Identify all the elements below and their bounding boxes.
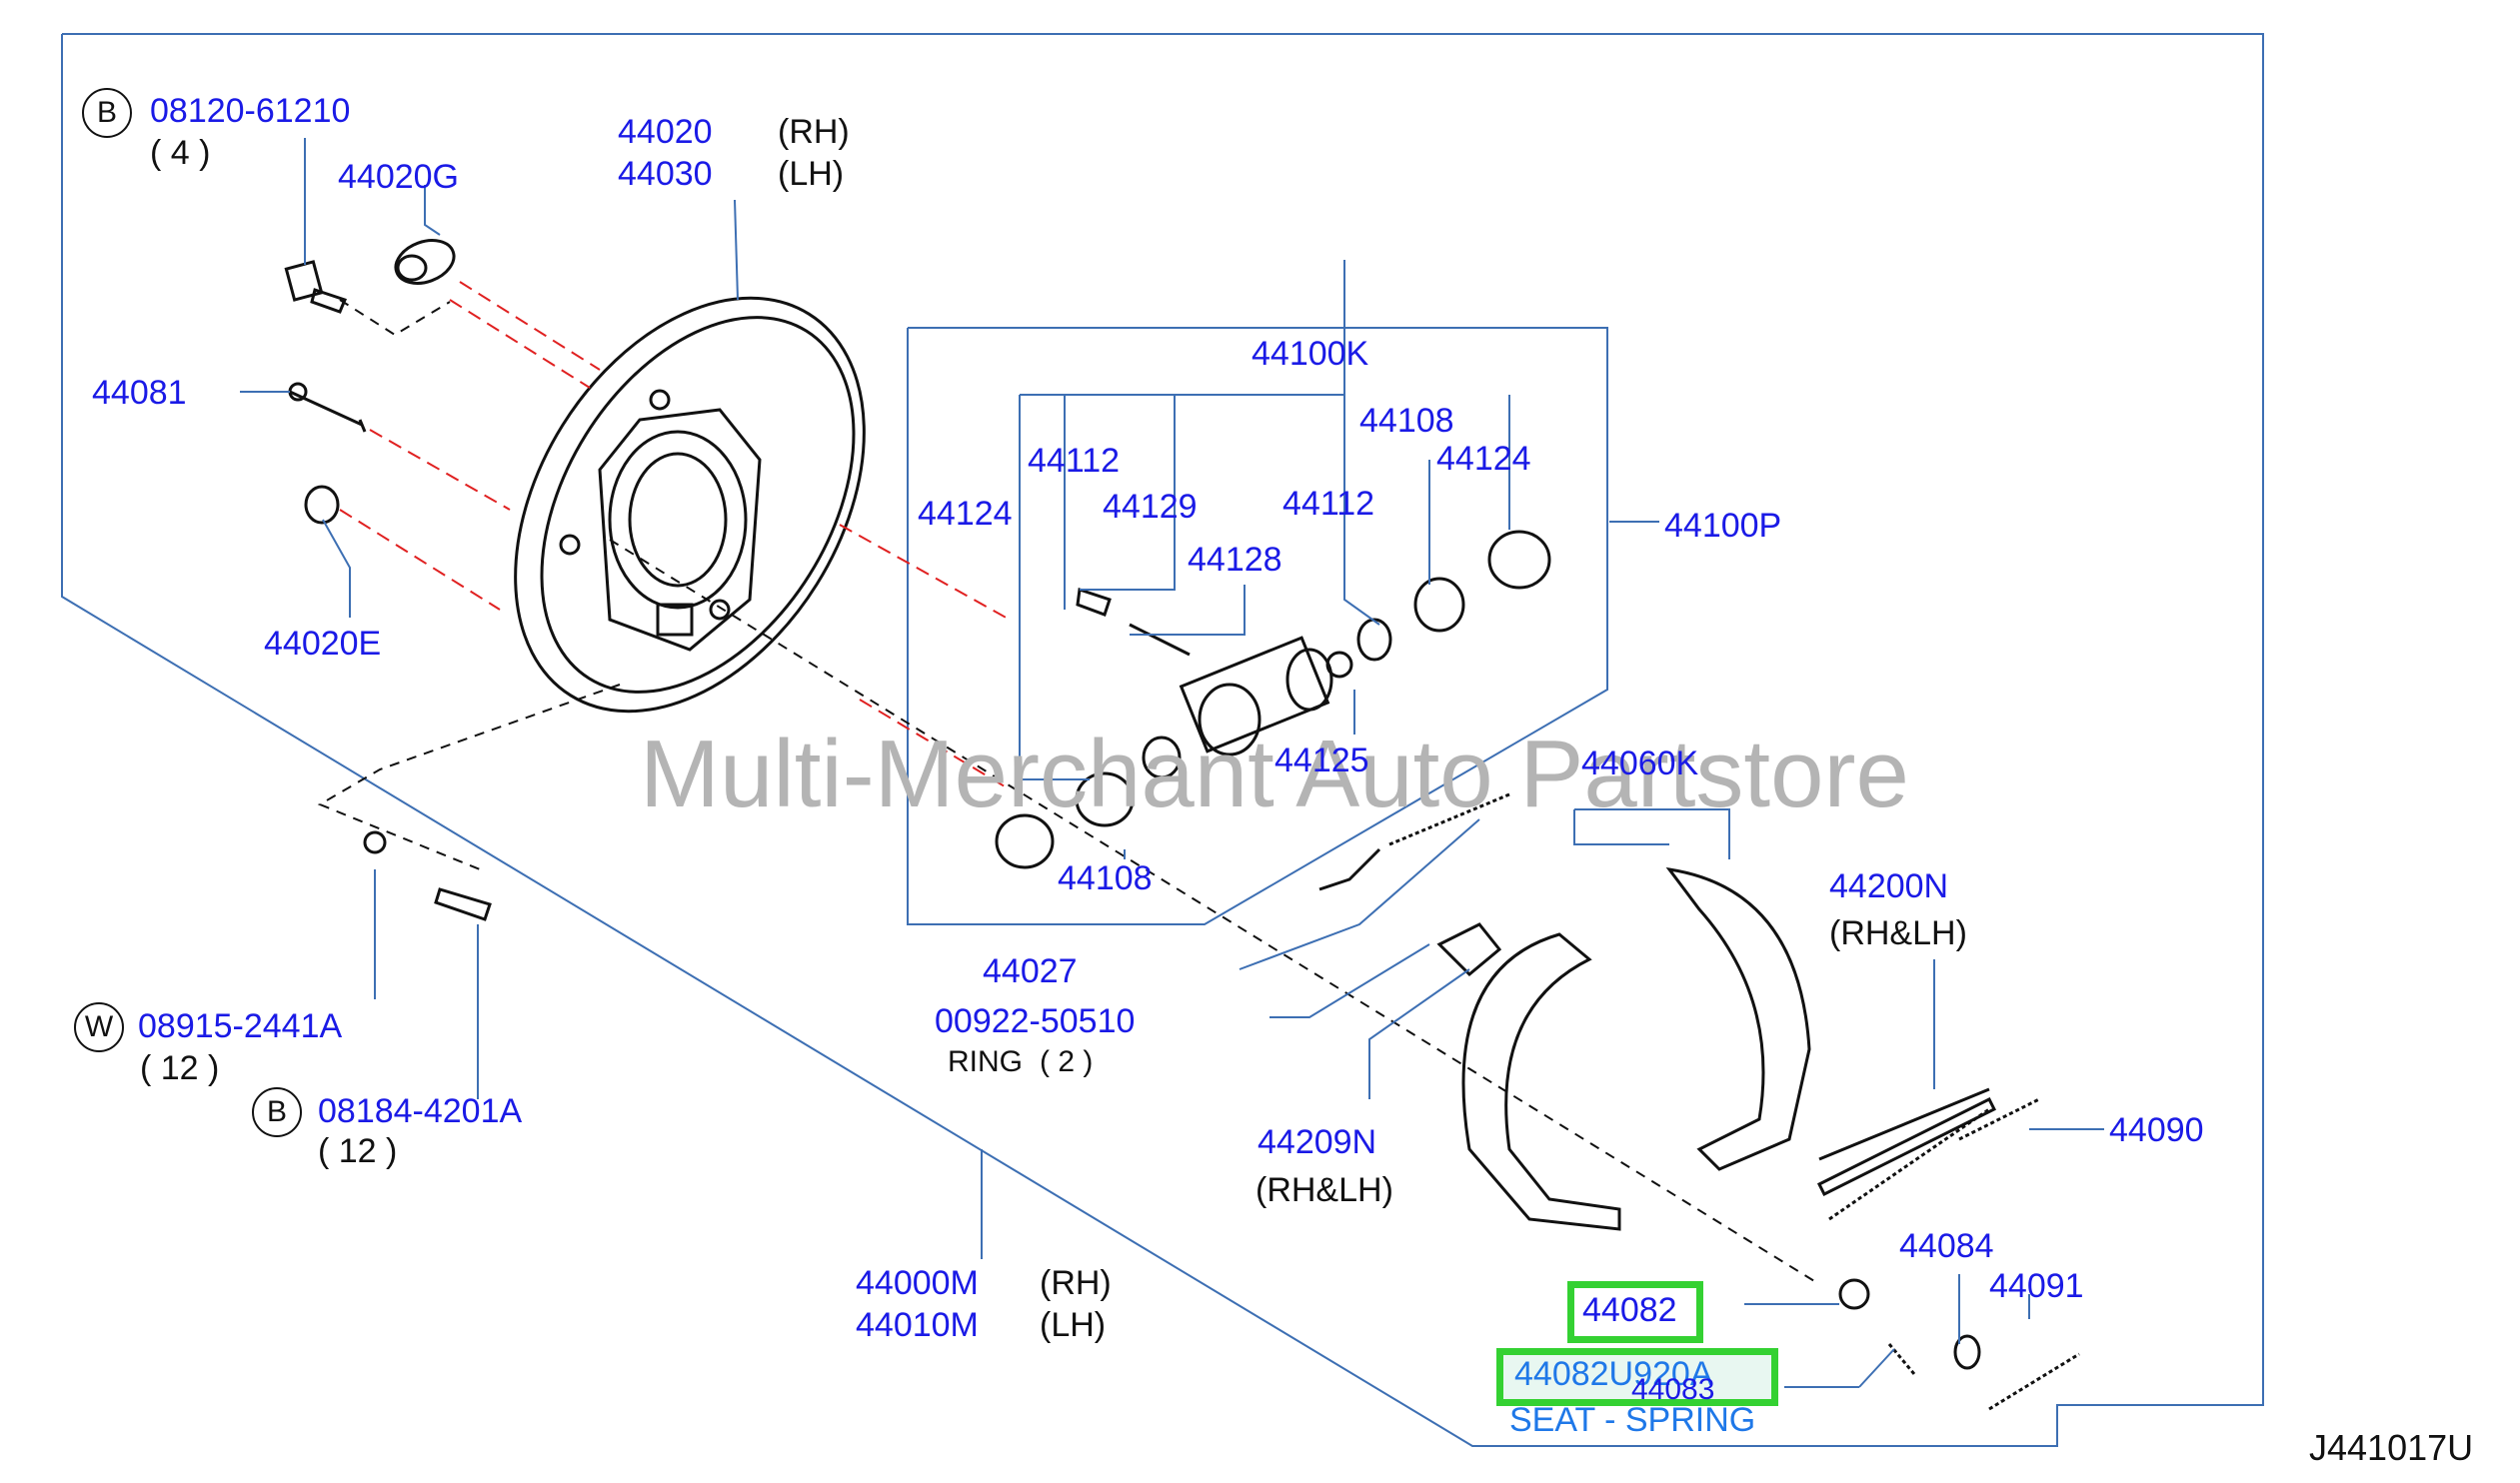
label-plate-rh[interactable]: 44020: [618, 113, 713, 151]
label-pin[interactable]: 44081: [92, 374, 187, 412]
label-seat-083[interactable]: 44083: [1631, 1373, 1715, 1406]
backing-plate: [514, 296, 866, 714]
label-cyl-assy[interactable]: 44100P: [1664, 507, 1782, 545]
brake-shoes-shape: [1461, 866, 1811, 1231]
label-bolt-bottom-qty: ( 12 ): [318, 1132, 398, 1170]
label-cyl-124a[interactable]: 44124: [1436, 440, 1531, 478]
label-washer-qty: ( 12 ): [140, 1049, 220, 1087]
label-plate-lh[interactable]: 44030: [618, 155, 713, 193]
label-plate-lh-side: (LH): [778, 155, 845, 193]
label-seat-no[interactable]: 44082: [1582, 1291, 1677, 1329]
highlight-seat-alt: [1496, 1348, 1778, 1406]
cylinder-frame: [907, 327, 1608, 925]
label-washer[interactable]: 08915-2441A: [138, 1007, 343, 1045]
label-assy-lh[interactable]: 44010M: [856, 1306, 979, 1344]
label-cyl-108a[interactable]: 44108: [1359, 402, 1454, 440]
label-cyl-kit[interactable]: 44100K: [1252, 335, 1369, 373]
label-assy-rh-side: (RH): [1040, 1264, 1112, 1302]
bolt-top-shape: [284, 260, 348, 314]
label-spring-091[interactable]: 44091: [1989, 1267, 2084, 1305]
label-seat-name: SEAT - SPRING: [1509, 1401, 1756, 1439]
bolt-marker-b-top: B: [82, 88, 132, 138]
label-plug[interactable]: 44020E: [264, 625, 382, 663]
label-shoe-side: (RH&LH): [1829, 914, 1967, 952]
grommet-shape: [394, 239, 456, 285]
label-ring-name: RING: [948, 1045, 1023, 1078]
assembly-frame: [61, 33, 2264, 1447]
label-ring-no[interactable]: 00922-50510: [935, 1002, 1136, 1040]
label-bolt-bottom[interactable]: 08184-4201A: [318, 1092, 523, 1130]
label-lever-side: (RH&LH): [1256, 1171, 1393, 1209]
bolt-marker-b-bottom: B: [252, 1087, 302, 1137]
diagram-code: J441017U: [2309, 1427, 2474, 1468]
label-assy-lh-side: (LH): [1040, 1306, 1107, 1344]
label-bolt-top-qty: ( 4 ): [150, 134, 211, 172]
watermark: Multi-Merchant Auto Partstore: [640, 721, 1909, 827]
plug-shape: [304, 485, 340, 525]
label-cyl-125[interactable]: 44125: [1274, 742, 1369, 779]
label-spring-027[interactable]: 44027: [983, 952, 1078, 990]
label-bolt-top[interactable]: 08120-61210: [150, 92, 351, 130]
label-cyl-108b[interactable]: 44108: [1058, 859, 1153, 897]
wheel-cylinder-shape: [995, 530, 1551, 869]
label-grommet[interactable]: 44020G: [338, 158, 459, 196]
label-cyl-112a[interactable]: 44112: [1028, 442, 1121, 480]
label-lever[interactable]: 44209N: [1258, 1123, 1377, 1161]
highlight-seat-no: [1567, 1281, 1703, 1343]
label-spring-084[interactable]: 44084: [1899, 1227, 1994, 1265]
springs-shape: [363, 792, 2080, 1411]
label-shoe-kit[interactable]: 44060K: [1581, 744, 1699, 782]
label-cyl-129[interactable]: 44129: [1103, 488, 1198, 526]
label-cyl-112b[interactable]: 44112: [1282, 485, 1375, 523]
label-seat-alt[interactable]: 44082U920A: [1514, 1355, 1713, 1393]
bolt-marker-w: W: [74, 1002, 124, 1052]
label-plate-rh-side: (RH): [778, 113, 850, 151]
label-cyl-128[interactable]: 44128: [1188, 541, 1282, 579]
label-adjuster-spring[interactable]: 44090: [2109, 1111, 2204, 1149]
label-shoe[interactable]: 44200N: [1829, 867, 1949, 905]
label-assy-rh[interactable]: 44000M: [856, 1264, 979, 1302]
label-cyl-124b[interactable]: 44124: [918, 495, 1013, 533]
label-ring-qty: ( 2 ): [1040, 1045, 1094, 1078]
